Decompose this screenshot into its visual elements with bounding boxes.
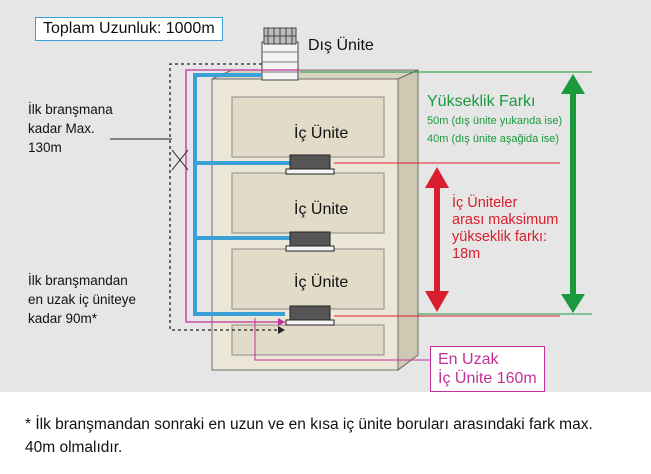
indoor-unit-label-3: İç Ünite [294,274,349,291]
first-branch-farthest-label: İlk branşmandan en uzak iç üniteye kadar… [28,271,136,328]
indoor-unit-icon-3 [285,305,335,326]
max-length-route-line [169,63,285,331]
indoor-unit-icon-1 [285,154,335,175]
indoor-height-diff-line-4: 18m [452,246,481,262]
indoor-unit-icon-2 [285,231,335,252]
floor-1 [231,96,385,158]
height-difference-arrow [561,74,585,313]
indoor-unit-label-2: İç Ünite [294,201,349,218]
floor-2 [231,172,385,234]
first-branch-marker [171,149,189,171]
first-branch-max-line-3: 130m [28,140,62,155]
height-diff-line-1: 50m (dış ünite yukanda ise) [427,115,563,127]
indoor-height-difference-arrow [425,167,449,312]
first-branch-max-line-1: İlk branşmana [28,102,113,117]
first-branch-max-line-2: kadar Max. [28,121,95,136]
indoor-unit-label-1: İç Ünite [294,125,349,142]
first-branch-farthest-line-1: İlk branşmandan [28,273,128,288]
outdoor-unit-label: Dış Ünite [308,37,374,54]
farthest-unit-line-2: İç Ünite 160m [438,370,537,387]
indoor-height-diff-line-2: arası maksimum [452,212,559,228]
first-branch-farthest-line-2: en uzak iç üniteye [28,292,137,307]
outdoor-unit-icon [261,27,299,81]
height-diff-title: Yükseklik Farkı [427,93,536,110]
farthest-unit-pipe-line [185,69,285,323]
height-diff-line-2: 40m (dış ünite aşağida ise) [427,133,560,145]
footnote: * İlk branşmandan sonraki en uzun ve en … [25,416,593,456]
first-branch-max-label: İlk branşmana kadar Max. 130m [28,100,113,157]
floor-3 [231,248,385,310]
indoor-height-diff-label: İç Üniteler arası maksimum yükseklik far… [452,195,558,263]
indoor-height-diff-line-3: yükseklik farkı: [452,229,548,245]
total-length-label: Toplam Uzunluk: 1000m [35,17,223,41]
farthest-unit-label: En Uzak İç Ünite 160m [430,346,545,392]
farthest-unit-pointer [254,318,430,361]
first-branch-farthest-line-3: kadar 90m* [28,311,98,326]
farthest-unit-line-1: En Uzak [438,351,499,368]
indoor-height-diff-line-1: İç Üniteler [452,195,518,211]
refrigerant-pipes [193,73,298,316]
